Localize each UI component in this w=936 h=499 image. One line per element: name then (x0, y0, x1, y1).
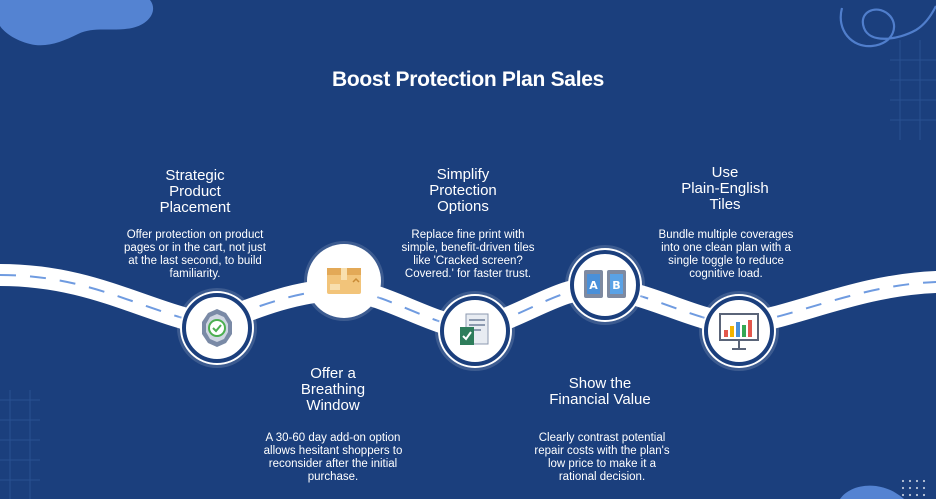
step-2-icon-circle (307, 244, 381, 318)
step-4-title: Show the Financial Value (530, 376, 670, 408)
step-1-icon-circle (180, 291, 254, 365)
step-4-desc-line: repair costs with the plan's (534, 445, 670, 457)
step-5-title-line: Tiles (709, 196, 741, 213)
step-5-desc-line: cognitive load. (689, 268, 763, 280)
step-5-desc-line: Bundle multiple coverages (658, 229, 794, 241)
step-5-desc-line: into one clean plan with a (661, 242, 791, 254)
step-3-icon-circle (438, 294, 512, 368)
page-title: Boost Protection Plan Sales (332, 68, 604, 91)
step-3-title-line: Options (437, 198, 489, 215)
step-1-desc-line: Offer protection on product (126, 229, 264, 241)
step-2-desc-line: purchase. (307, 471, 359, 483)
svg-text:A: A (589, 279, 598, 292)
step-2-description: A 30-60 day add-on option allows hesitan… (243, 432, 423, 484)
step-4-description: Clearly contrast potential repair costs … (512, 432, 692, 484)
step-4-desc-line: rational decision. (558, 471, 646, 483)
step-2-title-line: Offer a (310, 365, 356, 382)
step-2-title-line: Window (306, 397, 360, 414)
step-2-desc-line: A 30-60 day add-on option (265, 432, 401, 444)
step-1-desc-line: at the last second, to build (128, 255, 262, 267)
step-1-title-line: Product (169, 183, 221, 200)
step-3-desc-line: simple, benefit-driven tiles (401, 242, 535, 254)
step-3-title: Simplify Protection Options (398, 167, 528, 215)
step-4-desc-line: Clearly contrast potential (538, 432, 666, 444)
step-2-desc-line: reconsider after the initial (268, 458, 398, 470)
step-3-title-line: Protection (429, 182, 497, 199)
step-1-title: Strategic Product Placement (130, 168, 260, 216)
step-5-title: Use Plain-English Tiles (660, 165, 790, 213)
step-3-desc-line: like 'Cracked screen? (413, 255, 523, 267)
step-4-icon-circle: A B (568, 248, 642, 322)
step-2-title-line: Breathing (300, 381, 366, 398)
step-5-icon-circle (702, 294, 776, 368)
badge-check-icon (182, 293, 252, 363)
step-3-title-line: Simplify (436, 166, 490, 183)
step-2-title: Offer a Breathing Window (268, 366, 398, 414)
blob-top-left (0, 0, 154, 46)
step-3-description: Replace fine print with simple, benefit-… (378, 229, 558, 281)
step-4-title-line: Financial Value (549, 391, 651, 408)
swirl-top-right (839, 5, 936, 48)
grid-top-right (890, 40, 936, 140)
step-5-desc-line: single toggle to reduce (668, 255, 784, 267)
step-1-desc-line: familiarity. (169, 268, 221, 280)
step-3-desc-line: Covered.' for faster trust. (404, 268, 532, 280)
step-1-title-line: Placement (159, 199, 231, 216)
step-2-desc-line: allows hesitant shoppers to (263, 445, 403, 457)
ab-tiles-icon: A B (570, 250, 640, 320)
blob-bottom-right (840, 485, 904, 499)
step-5-title-line: Plain-English (681, 180, 769, 197)
package-box-icon (327, 268, 361, 294)
step-1-description: Offer protection on product pages or in … (110, 229, 280, 281)
step-5-description: Bundle multiple coverages into one clean… (636, 229, 816, 281)
step-1-title-line: Strategic (165, 167, 225, 184)
step-4-title-line: Show the (568, 375, 632, 392)
svg-text:B: B (612, 279, 620, 292)
step-5-title-line: Use (711, 164, 739, 181)
step-4-desc-line: low price to make it a (547, 458, 656, 470)
grid-bottom-left (0, 390, 40, 499)
document-check-icon (440, 296, 510, 366)
step-3-desc-line: Replace fine print with (411, 229, 525, 241)
step-1-desc-line: pages or in the cart, not just (124, 242, 266, 254)
dots-bottom-right (901, 479, 926, 497)
presentation-chart-icon (704, 296, 774, 366)
